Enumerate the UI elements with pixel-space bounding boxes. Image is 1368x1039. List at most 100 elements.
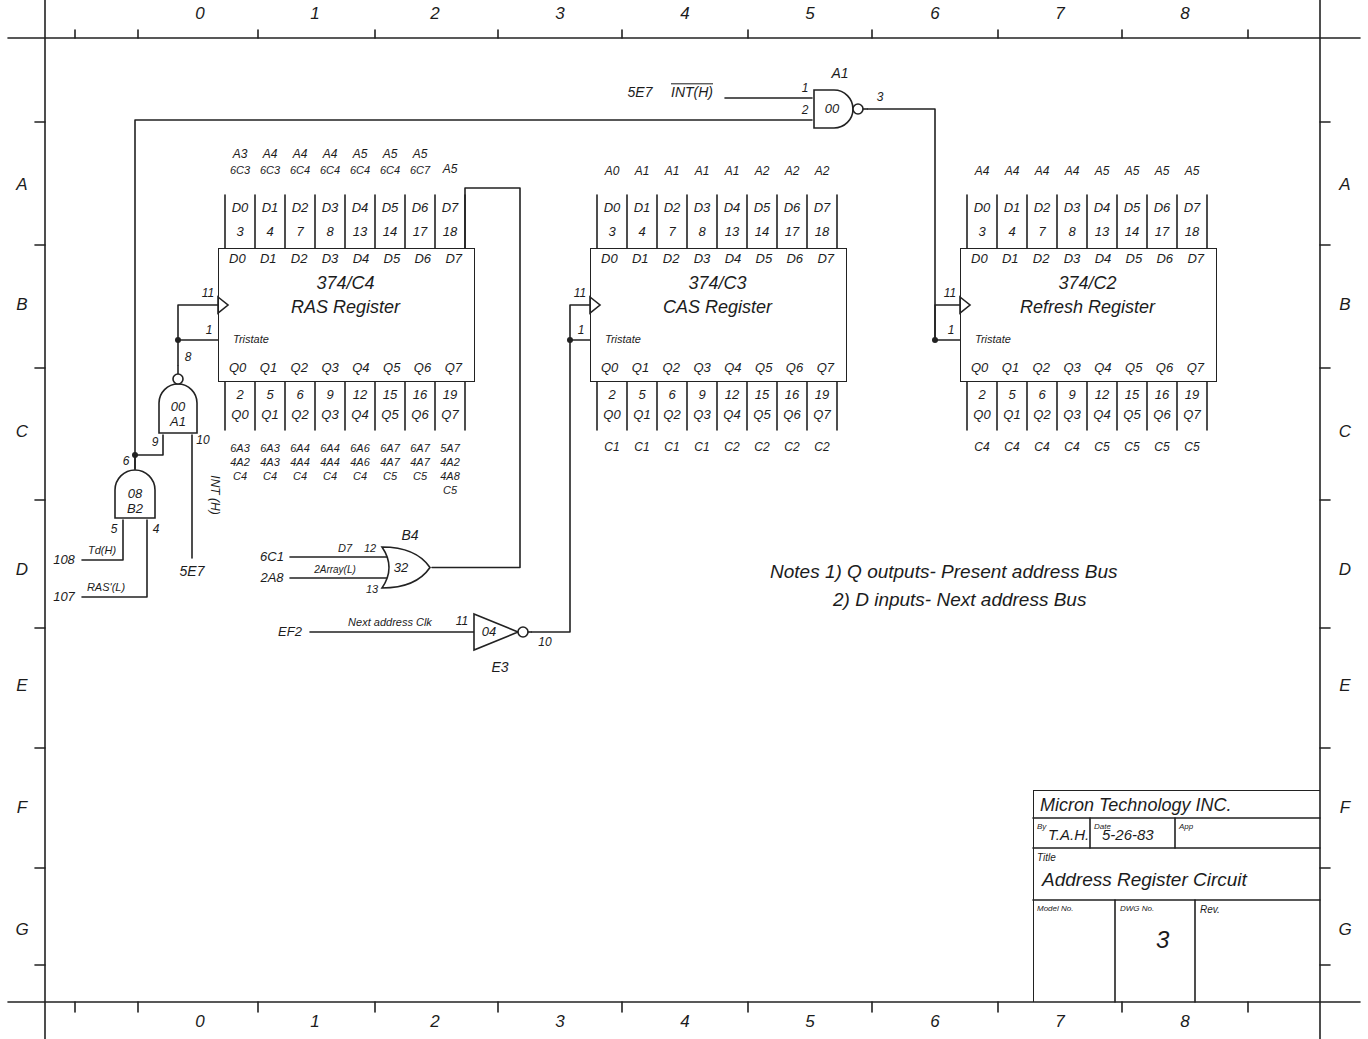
signal-label: 12 [1095,388,1109,402]
pin-divider [344,195,346,248]
signal-label: A5 [353,148,368,161]
signal-label: A1 [831,66,848,81]
grid-reference: 5 [805,1013,814,1032]
pin-divider [776,195,778,248]
frame-tick [257,1002,259,1012]
gate-ref: B2 [127,502,143,517]
signal-label: 14 [383,225,397,239]
frame-tick [35,747,45,749]
frame-line [1319,0,1321,1039]
signal-label: 14 [1125,225,1139,239]
signal-label: A0 [605,165,620,178]
signal-label: 4A6 [350,456,370,468]
signal-label: 6 [123,455,130,468]
pin-divider [224,382,226,430]
signal-label: 12 [353,388,367,402]
grid-reference: G [1338,921,1351,940]
input-wire [191,435,193,558]
grid-reference: A [16,176,27,195]
frame-tick [1320,244,1330,246]
signal-label: 2Array(L) [314,564,356,575]
pin-name-row: Q0 Q1 Q2 Q3 Q4 Q5 Q6 Q7 [601,361,834,376]
signal-label: C4 [974,441,989,454]
signal-label: 4A7 [380,456,400,468]
pin-divider [836,382,838,430]
pin-divider [1116,195,1118,248]
grid-reference: 4 [680,5,689,24]
signal-label: 6A4 [320,442,340,454]
signal-label: 16 [785,388,799,402]
signal-label: 6C7 [410,164,430,176]
signal-label: 3 [978,225,985,239]
signal-label: D5 [1124,201,1141,215]
title-block-text: T.A.H. [1048,826,1089,843]
frame-tick [35,867,45,869]
title-block-text: App [1179,822,1193,831]
pin-name-row: Q0 Q1 Q2 Q3 Q4 Q5 Q6 Q7 [229,361,462,376]
signal-label: 3 [236,225,243,239]
signal-label: 11 [944,287,956,300]
pin-name: Tristate [233,333,269,346]
signal-label: 2 [978,388,985,402]
pin-divider [1146,195,1148,248]
title-block-line [1194,900,1196,1002]
grid-reference: 5 [805,5,814,24]
input-wire [310,631,474,633]
signal-label: 2 [236,388,243,402]
signal-label: D0 [604,201,621,215]
frame-tick [35,367,45,369]
frame-tick [747,1002,749,1012]
signal-label: D4 [352,201,369,215]
clock-tristate-tie [935,305,960,340]
clock-symbol [218,297,228,313]
signal-wire [432,188,520,568]
signal-label: 4A8 [440,470,460,482]
signal-wire [868,109,960,340]
gate-type: 08 [128,487,142,502]
signal-label: C4 [233,470,247,482]
gate-type: 04 [482,625,496,640]
signal-label: C5 [413,470,427,482]
frame-tick [1247,30,1249,38]
signal-label: D2 [1034,201,1051,215]
pin-divider [836,195,838,248]
signal-label: Q1 [1003,408,1020,422]
grid-reference: 7 [1055,1013,1064,1032]
frame-tick [35,121,45,123]
signal-label: Q3 [693,408,710,422]
signal-label: D7 [338,542,352,554]
signal-label: INT(H) [671,85,713,100]
signal-label: Q0 [231,408,248,422]
signal-label: 6C4 [290,164,310,176]
frame-tick [35,964,45,966]
pin-divider [656,382,658,430]
pin-divider [716,382,718,430]
signal-label: RAS'(L) [87,581,125,593]
register-box: D0 D1 D2 D3 D4 D5 D6 D7374/C3CAS Registe… [590,248,847,382]
pin-divider [314,382,316,430]
signal-label: A4 [1035,165,1050,178]
register-name: CAS Register [591,297,844,318]
signal-label: 3 [608,225,615,239]
logic-gate: 08B2 [113,468,157,520]
signal-label: 4A3 [260,456,280,468]
grid-reference: 2 [430,5,439,24]
signal-label: Q1 [261,408,278,422]
pin-name: Tristate [975,333,1011,346]
frame-tick [1320,367,1330,369]
pin-divider [254,382,256,430]
signal-label: 5 [266,388,273,402]
frame-tick [997,30,999,38]
inversion-bubble [173,374,183,384]
signal-label: A1 [725,165,740,178]
grid-reference: D [1339,561,1351,580]
frame-tick [257,30,259,38]
grid-reference: 3 [555,1013,564,1032]
output-stub [863,108,868,110]
signal-label: 7 [1038,225,1045,239]
pin-name-row: Q0 Q1 Q2 Q3 Q4 Q5 Q6 Q7 [971,361,1204,376]
signal-label: 15 [755,388,769,402]
signal-label: D7 [1184,201,1201,215]
frame-line [44,0,46,1039]
signal-label: Q0 [973,408,990,422]
